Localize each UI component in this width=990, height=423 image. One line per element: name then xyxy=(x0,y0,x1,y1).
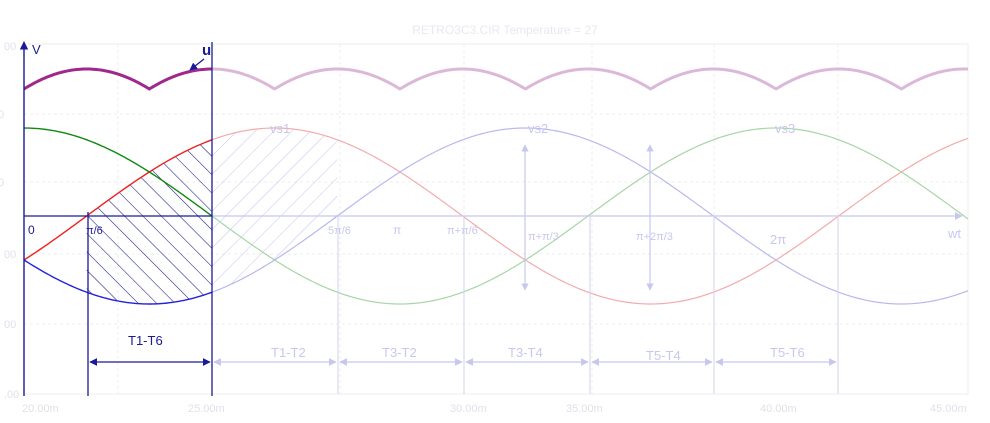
angle-label-pi6: π/6 xyxy=(86,225,103,237)
x-axis-letter: wt xyxy=(947,226,961,241)
emphasized-curves xyxy=(24,67,212,305)
interval-label: T5-T4 xyxy=(646,348,681,363)
y-tick-label: 00 xyxy=(4,41,16,53)
envelope-curve-faded xyxy=(212,67,969,91)
angle-label-2pi: 2π xyxy=(770,232,786,247)
hatched-area-emphasized xyxy=(86,139,212,304)
y-tick-label: 00 xyxy=(4,249,16,261)
x-tick-label: 35.00m xyxy=(566,403,603,415)
interval-label: T3-T2 xyxy=(382,345,417,360)
x-tick-label: 30.00m xyxy=(450,403,487,415)
hatched-areas xyxy=(86,128,338,304)
y-axis-letter: V xyxy=(32,42,41,57)
y-tick-label: 00 xyxy=(4,319,16,331)
envelope-label-u: u xyxy=(202,42,211,59)
y-tick-label: .00 xyxy=(4,389,19,401)
angle-label-pi-plus-pi3: π+π/3 xyxy=(528,231,559,243)
angle-label-zero: 0 xyxy=(28,223,35,237)
y-tick-label: 0 xyxy=(0,177,4,189)
x-tick-labels: 20.00m 25.00m 30.00m 35.00m 40.00m 45.00… xyxy=(22,403,967,415)
y-tick-labels: 00 0 0 00 00 .00 xyxy=(0,41,19,401)
interval-label: T3-T4 xyxy=(508,345,543,360)
interval-label: T5-T6 xyxy=(770,345,805,360)
vs2-label: vs2 xyxy=(528,121,548,136)
angle-label-5pi6: 5π/6 xyxy=(328,225,351,237)
x-tick-label: 25.00m xyxy=(188,403,225,415)
envelope-label-pointer xyxy=(189,58,205,71)
vs1-label: vs1 xyxy=(270,121,290,136)
envelope-curve xyxy=(24,67,212,91)
vs2-curve xyxy=(24,259,212,305)
x-tick-label: 20.00m xyxy=(22,403,59,415)
y-tick-label: 0 xyxy=(0,109,4,121)
vs1-curve xyxy=(24,139,212,261)
angle-label-pi-plus-2pi3: π+2π/3 xyxy=(636,231,673,243)
angle-label-pi: π xyxy=(393,223,401,237)
vs3-label: vs3 xyxy=(775,121,795,136)
conduction-intervals xyxy=(89,216,839,394)
angle-label-pi-plus-pi6: π+π/6 xyxy=(447,225,478,237)
x-tick-label: 45.00m xyxy=(930,403,967,415)
interval-label: T1-T2 xyxy=(271,345,306,360)
x-tick-label: 40.00m xyxy=(760,403,797,415)
interval-label: T1-T6 xyxy=(128,333,163,348)
hatched-area-faded xyxy=(212,128,338,293)
plot-title: RETRO3C3.CIR Temperature = 27 xyxy=(412,23,598,37)
vs3-curve xyxy=(24,127,212,217)
